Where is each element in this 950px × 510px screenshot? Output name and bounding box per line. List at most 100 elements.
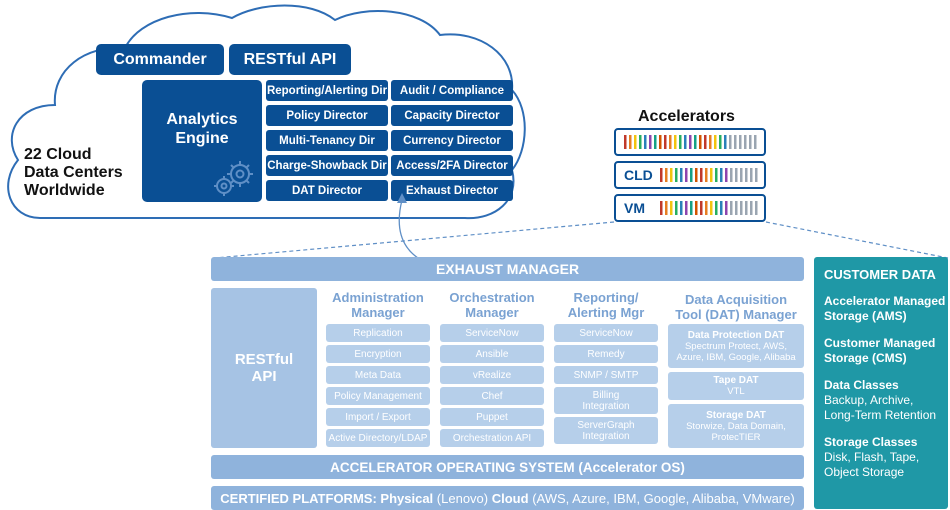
dat-item-line: VTL bbox=[727, 386, 745, 397]
certified-platforms-bar: CERTIFIED PLATFORMS: Physical (Lenovo) C… bbox=[211, 486, 804, 510]
data-centers-line-3: Worldwide bbox=[24, 182, 105, 199]
cloud-restful-api-box: RESTful API bbox=[229, 44, 351, 75]
cms-body: Storage (CMS) bbox=[824, 351, 907, 365]
drive-bar bbox=[750, 201, 753, 215]
drive-bar bbox=[690, 201, 693, 215]
storage-classes-heading: Storage Classes bbox=[824, 435, 918, 449]
drive-bar bbox=[624, 135, 627, 149]
drive-bar bbox=[714, 135, 717, 149]
customer-section-cms: Customer Managed Storage (CMS) bbox=[824, 336, 948, 366]
drive-bar bbox=[715, 201, 718, 215]
drive-bar bbox=[685, 201, 688, 215]
rack-drive-bars bbox=[660, 201, 758, 215]
orchestration-item-text: Ansible bbox=[475, 348, 509, 360]
certified-label: CERTIFIED PLATFORMS: bbox=[220, 490, 377, 506]
data-classes-line-2: Long-Term Retention bbox=[824, 408, 937, 422]
drive-bar bbox=[705, 168, 708, 182]
drive-bar bbox=[719, 135, 722, 149]
drive-bar bbox=[740, 168, 743, 182]
drive-bar bbox=[680, 201, 683, 215]
rack-drive-bars bbox=[660, 168, 758, 182]
drive-bar bbox=[680, 168, 683, 182]
administration-item-text: Encryption bbox=[354, 348, 402, 360]
drive-bar bbox=[704, 135, 707, 149]
drive-bar bbox=[670, 201, 673, 215]
orchestration-item: Ansible bbox=[440, 345, 544, 363]
director-box: DAT Director bbox=[266, 180, 388, 201]
cms-heading: Customer Managed bbox=[824, 336, 936, 350]
certified-cloud-label: Cloud bbox=[491, 490, 529, 506]
drive-bar bbox=[634, 135, 637, 149]
drive-bar bbox=[700, 168, 703, 182]
drive-bar bbox=[669, 135, 672, 149]
drive-bar bbox=[710, 168, 713, 182]
drive-bar bbox=[720, 201, 723, 215]
orchestration-item-text: Puppet bbox=[476, 411, 508, 423]
drive-bar bbox=[735, 201, 738, 215]
reporting-item-text: Billing bbox=[592, 389, 620, 401]
drive-bar bbox=[734, 135, 737, 149]
drive-bar bbox=[739, 135, 742, 149]
drive-bar bbox=[730, 168, 733, 182]
ams-heading: Accelerator Managed bbox=[824, 294, 946, 308]
drive-bar bbox=[745, 201, 748, 215]
orchestration-item: Chef bbox=[440, 387, 544, 405]
orchestration-item: Orchestration API bbox=[440, 429, 544, 447]
drive-bar bbox=[694, 135, 697, 149]
drive-bar bbox=[674, 135, 677, 149]
restful-api-line-2: API bbox=[251, 368, 277, 385]
dat-item-title: Storage DAT bbox=[706, 409, 766, 421]
data-centers-line-1: 22 Cloud bbox=[24, 146, 92, 163]
data-classes-heading: Data Classes bbox=[824, 378, 899, 392]
drive-bar bbox=[649, 135, 652, 149]
drive-bar bbox=[754, 135, 757, 149]
drive-bar bbox=[725, 201, 728, 215]
data-centers-line-2: Data Centers bbox=[24, 164, 123, 181]
drive-bar bbox=[700, 201, 703, 215]
drive-bar bbox=[750, 168, 753, 182]
dat-manager-title: Data Acquisition Tool (DAT) Manager bbox=[668, 292, 804, 322]
reporting-item-text: ServerGraph bbox=[577, 419, 635, 431]
analytics-engine-line-2: Engine bbox=[175, 130, 229, 147]
administration-title-line: Manager bbox=[351, 305, 405, 320]
director-box: Capacity Director bbox=[391, 105, 513, 126]
dat-item-title: Tape DAT bbox=[713, 375, 759, 386]
analytics-engine-box: Analytics Engine bbox=[142, 80, 262, 202]
drive-bar bbox=[659, 135, 662, 149]
reporting-item: ServiceNow bbox=[554, 324, 658, 342]
accelerator-os-bar: ACCELERATOR OPERATING SYSTEM (Accelerato… bbox=[211, 455, 804, 479]
director-box: Audit / Compliance bbox=[391, 80, 513, 101]
administration-title-line: Administration bbox=[332, 290, 424, 305]
rack-drive-bars bbox=[624, 135, 757, 149]
analytics-engine-line-1: Analytics bbox=[166, 111, 238, 128]
reporting-item: SNMP / SMTP bbox=[554, 366, 658, 384]
reporting-title-line: Reporting/ bbox=[573, 290, 639, 305]
certified-cloud-value: (AWS, Azure, IBM, Google, Alibaba, VMwar… bbox=[532, 490, 795, 506]
orchestration-item-text: vRealize bbox=[472, 369, 512, 381]
drive-bar bbox=[654, 135, 657, 149]
drive-bar bbox=[725, 168, 728, 182]
drive-bar bbox=[644, 135, 647, 149]
orchestration-title-line: Orchestration bbox=[449, 290, 535, 305]
customer-data-title: CUSTOMER DATA bbox=[824, 267, 936, 282]
certified-physical-value: (Lenovo) bbox=[436, 490, 489, 506]
customer-section-data-classes: Data Classes Backup, Archive, Long-Term … bbox=[824, 378, 948, 423]
drive-bar bbox=[679, 135, 682, 149]
administration-item: Meta Data bbox=[326, 366, 430, 384]
drive-bar bbox=[684, 135, 687, 149]
director-box: Multi-Tenancy Dir bbox=[266, 130, 388, 151]
drive-bar bbox=[735, 168, 738, 182]
exhaust-manager-bar: EXHAUST MANAGER bbox=[211, 257, 804, 281]
administration-item-text: Policy Management bbox=[334, 390, 422, 402]
drive-bar bbox=[755, 201, 758, 215]
commander-box: Commander bbox=[96, 44, 224, 75]
accelerator-rack: VM bbox=[614, 194, 766, 222]
dat-manager-title-line-1: Data Acquisition bbox=[684, 292, 788, 307]
orchestration-item: ServiceNow bbox=[440, 324, 544, 342]
drive-bar bbox=[660, 168, 663, 182]
drive-bar bbox=[639, 135, 642, 149]
accelerators-title: Accelerators bbox=[638, 108, 735, 125]
drive-bar bbox=[749, 135, 752, 149]
